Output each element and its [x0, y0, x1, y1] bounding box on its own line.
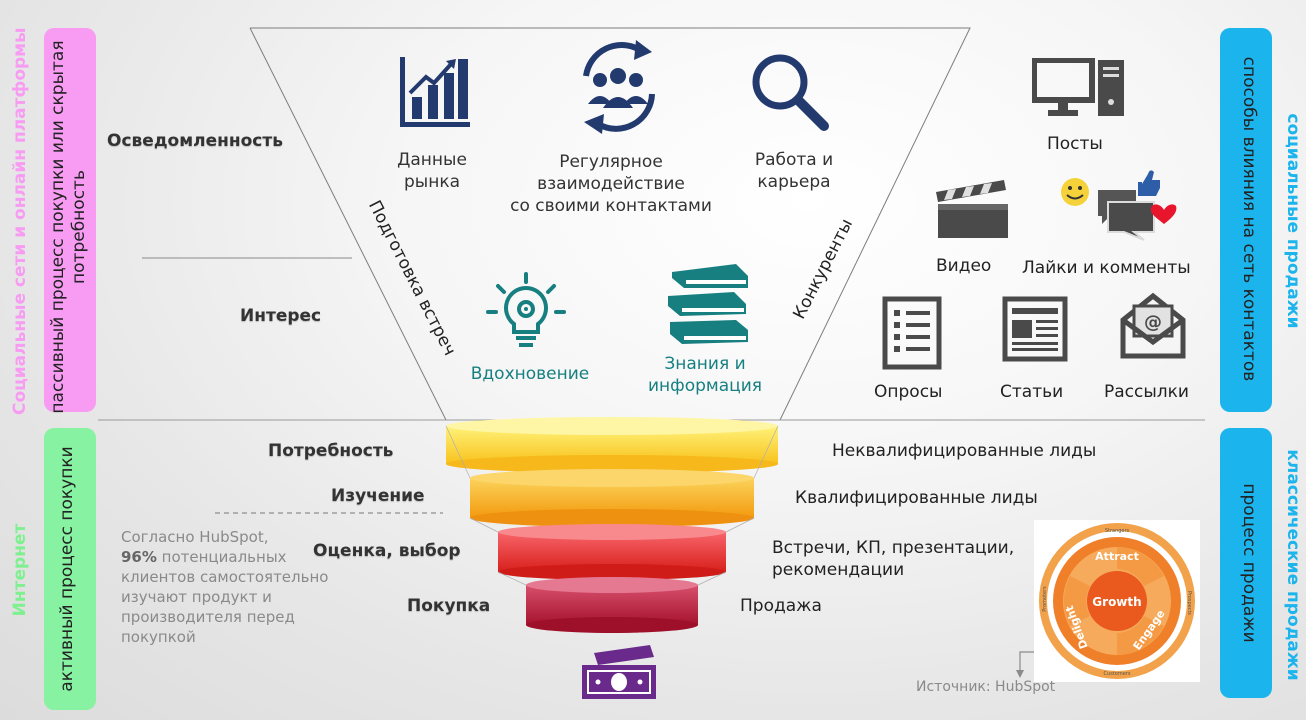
source-label: Источник: HubSpot	[916, 679, 1056, 695]
flywheel-promoters-text: Promoters	[1042, 586, 1048, 612]
stage-interest: Интерес	[240, 306, 322, 326]
flywheel-strangers-text: Strangers	[1105, 528, 1130, 534]
inspiration-label: Вдохновение	[470, 364, 590, 384]
bar-chart-icon	[400, 57, 470, 127]
meetings-label: Встречи, КП, презентации,рекомендации	[772, 538, 1015, 580]
lightbulb-icon	[486, 272, 566, 347]
people-cycle-icon	[583, 40, 655, 134]
sales-process-panel	[1220, 428, 1272, 698]
video-label: Видео	[936, 256, 992, 276]
email-envelope-icon: @	[1120, 292, 1186, 359]
flywheel-attract-text: Attract	[1095, 550, 1139, 563]
polls-label: Опросы	[874, 382, 943, 402]
funnel-layer-need	[446, 417, 778, 473]
computer-icon	[1032, 58, 1124, 116]
stage-need: Потребность	[268, 441, 394, 461]
likes-comments-icon	[1061, 170, 1177, 241]
likes-comments-label: Лайки и комменты	[1022, 258, 1191, 278]
funnel-layer-study	[470, 469, 754, 527]
posts-label: Посты	[1047, 134, 1103, 154]
stage-evaluation: Оценка, выбор	[313, 541, 461, 561]
flywheel-center-text: Growth	[1092, 595, 1141, 609]
active-process-panel	[44, 428, 96, 710]
influence-panel	[1220, 28, 1272, 412]
stage-study: Изучение	[331, 486, 425, 506]
magnifier-icon	[752, 54, 829, 131]
flywheel-customers-text: Customers	[1104, 671, 1131, 677]
funnel-layer-purchase	[526, 577, 698, 633]
poll-list-icon	[882, 296, 942, 370]
funnel-layer-evaluation	[498, 524, 726, 580]
qualified-leads-label: Квалифицированные лиды	[795, 488, 1038, 508]
stage-awareness: Осведомленность	[107, 131, 283, 151]
funnel-outline-left	[249, 27, 447, 421]
passive-process-panel	[44, 28, 96, 412]
stage-purchase: Покупка	[407, 596, 491, 616]
newspaper-icon	[1002, 296, 1068, 362]
note-percent: 96%	[121, 548, 157, 566]
clapperboard-icon	[936, 180, 1008, 238]
unqualified-leads-label: Неквалифицированные лиды	[832, 441, 1097, 461]
sale-label: Продажа	[740, 596, 822, 616]
svg-text:@: @	[1144, 312, 1162, 333]
flywheel-graphic: Growth Attract Engage Delight Strangers …	[1039, 523, 1195, 679]
articles-label: Статьи	[1000, 382, 1064, 402]
books-icon	[668, 264, 748, 344]
newsletters-label: Рассылки	[1104, 382, 1189, 402]
money-icon	[582, 645, 656, 699]
hubspot-note: Согласно HubSpot, 96% потенциальных клие…	[121, 528, 329, 646]
funnel-outline	[250, 27, 971, 421]
flywheel-prospects-text: Prospects	[1186, 591, 1192, 615]
